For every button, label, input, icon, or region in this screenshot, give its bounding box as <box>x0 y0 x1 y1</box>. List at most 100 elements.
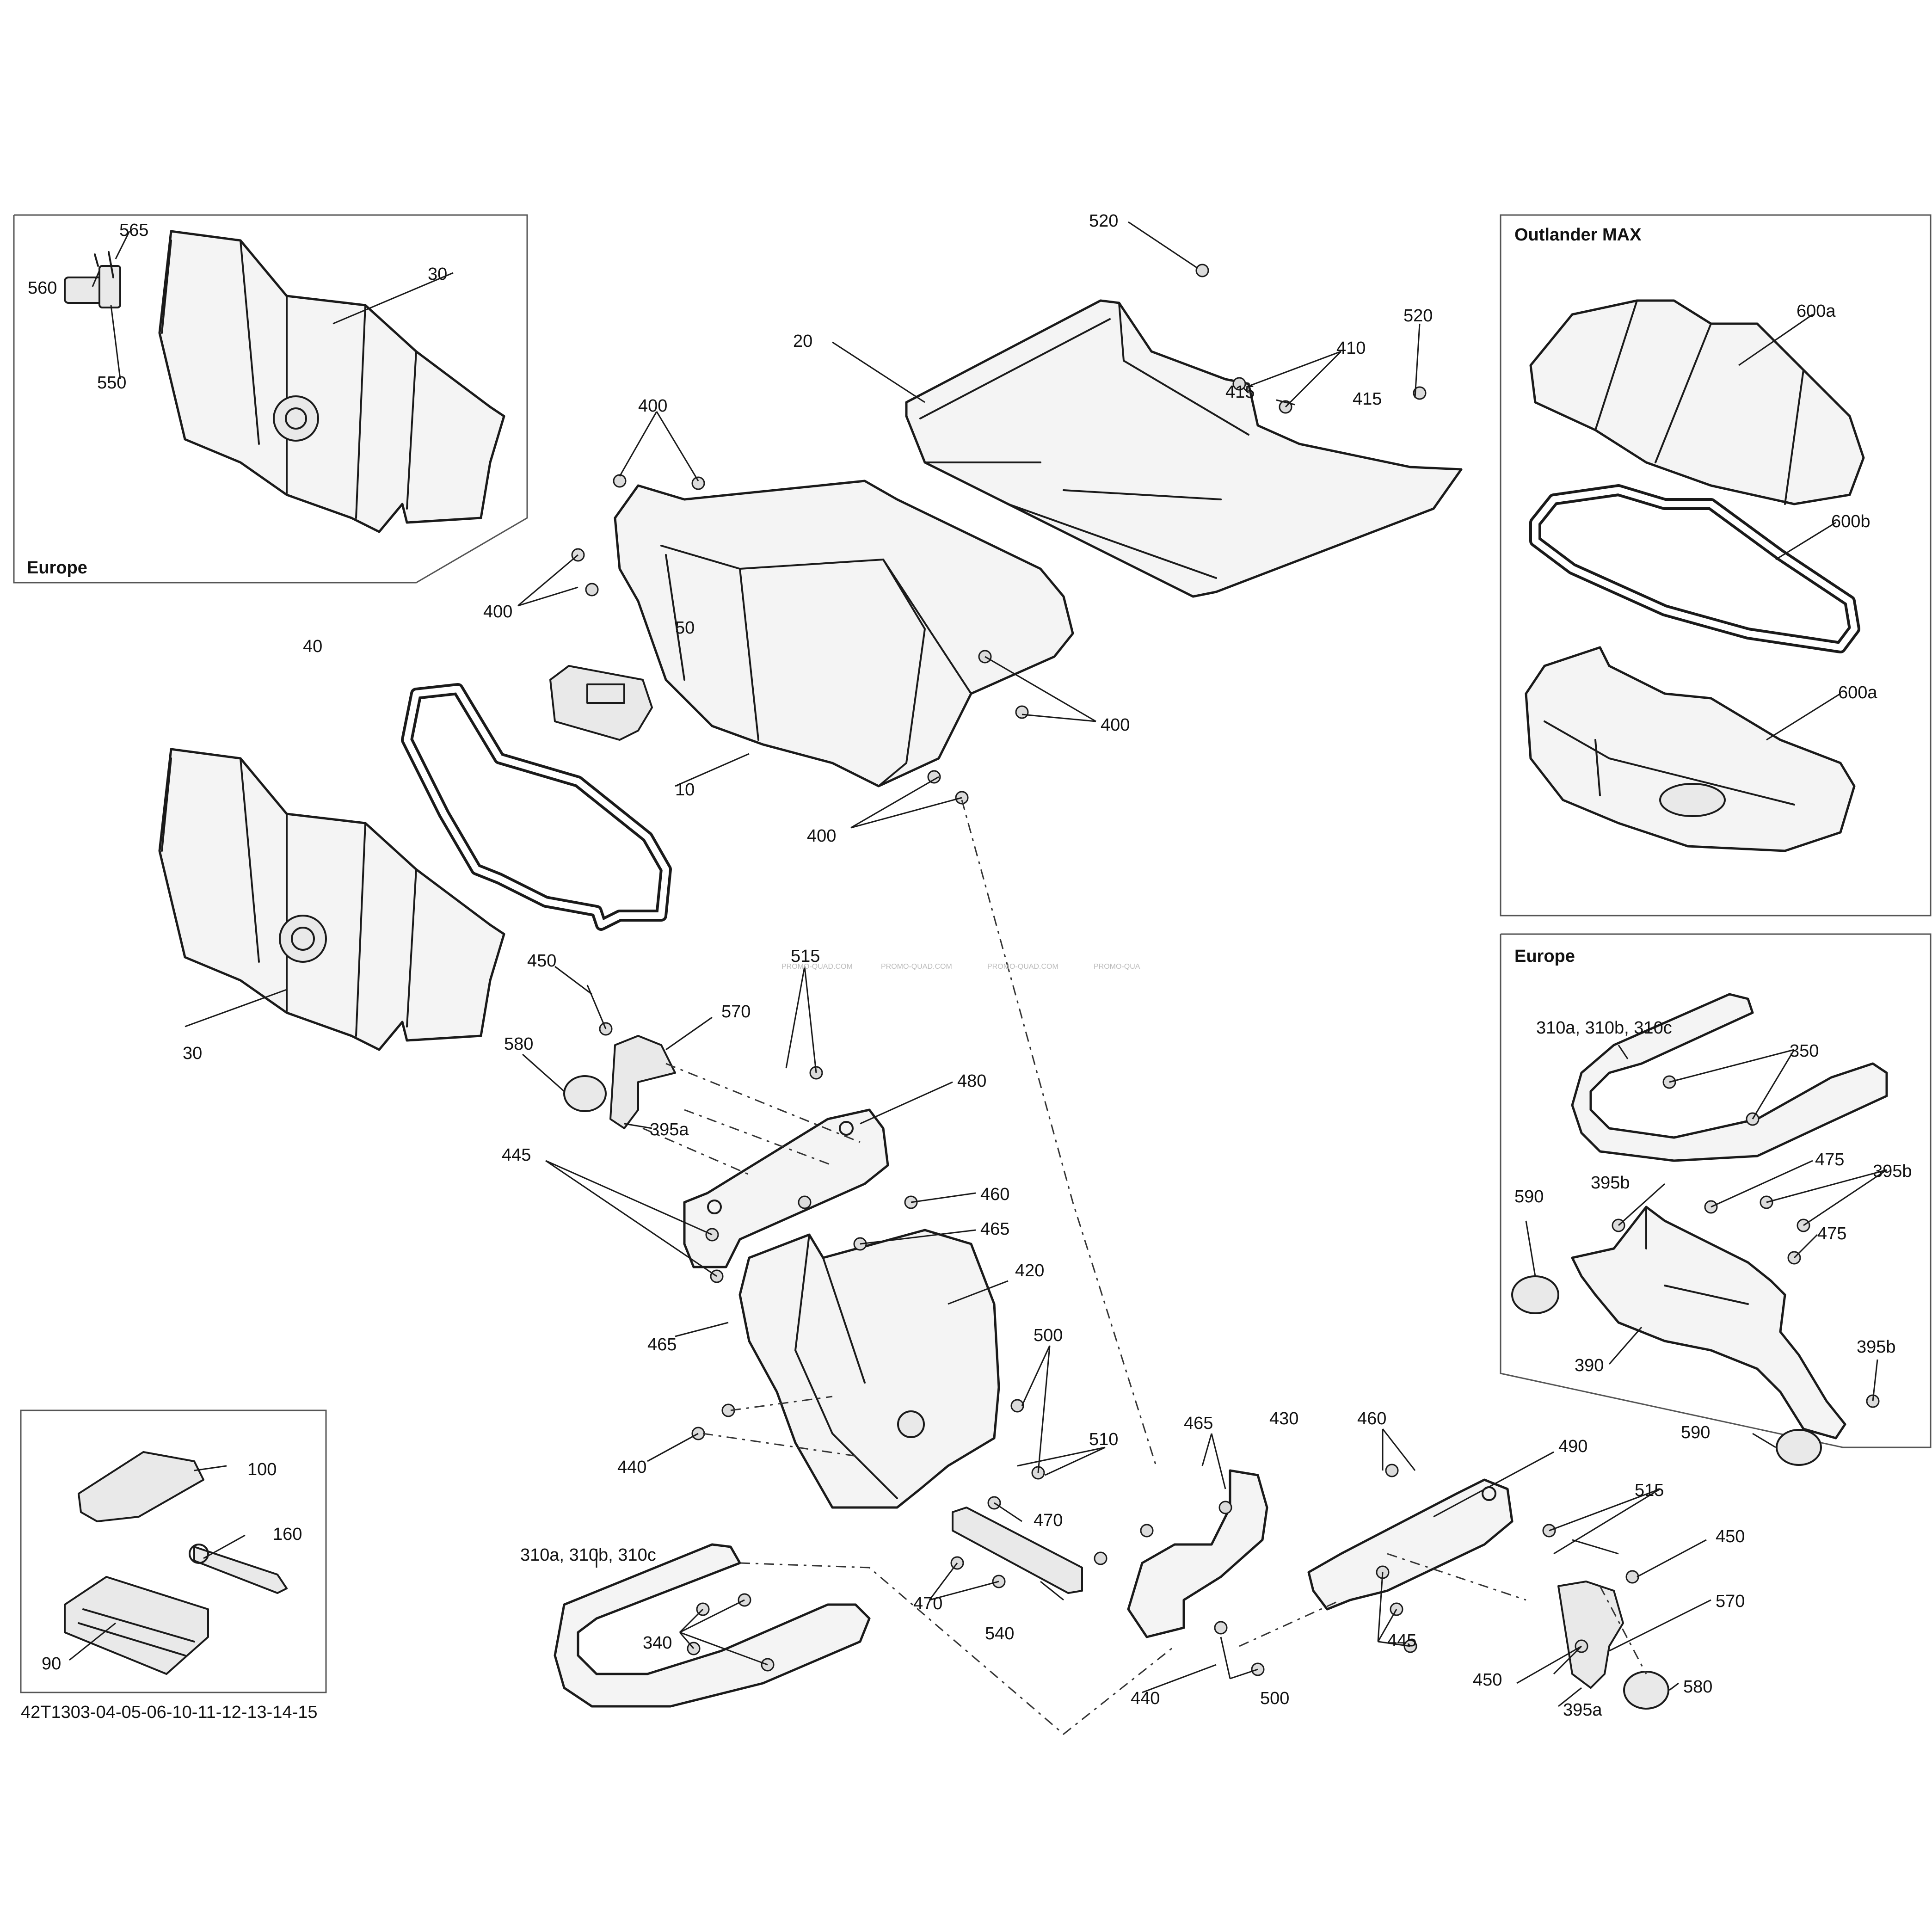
callout-395a: 395a <box>650 1120 689 1139</box>
watermark-text: PROMO-QUAD.COM <box>781 963 853 971</box>
fasteners <box>571 264 1880 1676</box>
callout-415: 415 <box>1225 382 1255 402</box>
callout-570: 570 <box>721 1002 751 1021</box>
callout-570: 570 <box>1716 1592 1745 1611</box>
callout-460: 460 <box>1357 1409 1386 1428</box>
inset-title-europe-right: Europe <box>1514 947 1575 966</box>
inset-title-europe: Europe <box>27 558 87 578</box>
inset-title-outlander-max: Outlander MAX <box>1514 225 1642 245</box>
inset-outlander-max: Outlander MAX <box>1500 214 1932 917</box>
part-600a-box <box>1525 646 1856 852</box>
callout-340: 340 <box>643 1633 672 1653</box>
callout-410: 410 <box>1336 338 1366 358</box>
callout-20: 20 <box>793 332 812 351</box>
watermark-text: PROMO-QUAD.COM <box>881 963 952 971</box>
callout-600b: 600b <box>1831 512 1870 531</box>
callout-400: 400 <box>1101 715 1130 735</box>
callout-395b: 395b <box>1857 1337 1896 1357</box>
part-580-plug-left <box>563 1075 607 1112</box>
callout-560: 560 <box>28 278 57 298</box>
callout-475: 475 <box>1817 1224 1846 1243</box>
leader-lines <box>69 221 1887 1707</box>
callout-510: 510 <box>1089 1430 1118 1449</box>
callout-450: 450 <box>1473 1670 1502 1690</box>
part-30-front-cover <box>158 748 505 1051</box>
part-90-tool-kit <box>64 1576 209 1675</box>
part-390-bracket-europe <box>1571 1206 1846 1440</box>
callout-400: 400 <box>807 826 836 846</box>
callout-500: 500 <box>1034 1326 1063 1345</box>
part-100-tool-pouch <box>78 1451 204 1522</box>
part-30-front-cover-europe <box>158 230 505 533</box>
callout-10: 10 <box>675 780 695 800</box>
callout-580: 580 <box>504 1034 533 1054</box>
callout-420: 420 <box>1015 1261 1044 1280</box>
callout-590: 590 <box>1681 1423 1710 1442</box>
part-40-gasket <box>401 683 672 931</box>
part-160-wrench <box>189 1544 288 1594</box>
callout-450: 450 <box>527 951 556 971</box>
part-310-rear-bumper <box>554 1543 871 1708</box>
callout-40: 40 <box>303 637 322 656</box>
callout-395a: 395a <box>1563 1700 1602 1720</box>
part-10-storage-box <box>614 480 1074 788</box>
callout-395b: 395b <box>1873 1162 1912 1181</box>
part-310-rear-bumper-europe <box>1571 993 1888 1162</box>
callout-90: 90 <box>42 1654 61 1674</box>
callout-310abc: 310a, 310b, 310c <box>520 1545 656 1565</box>
part-430-bracket <box>1127 1469 1268 1638</box>
part-540-strap <box>952 1507 1083 1594</box>
inset-europe-top-left: Europe <box>13 214 528 584</box>
callout-390: 390 <box>1575 1356 1604 1375</box>
callout-580: 580 <box>1683 1677 1712 1697</box>
callout-350: 350 <box>1790 1041 1819 1061</box>
callout-100: 100 <box>247 1460 277 1479</box>
callout-590: 590 <box>1514 1187 1544 1206</box>
callouts: 520 20 520 410 415 415 400 400 400 400 5… <box>28 211 1912 1720</box>
part-580-plug-right <box>1623 1671 1669 1710</box>
callout-475: 475 <box>1815 1150 1844 1169</box>
watermark-text: PROMO-QUAD.COM <box>987 963 1058 971</box>
callout-160: 160 <box>273 1525 302 1544</box>
part-420-fender-support <box>738 1229 1000 1509</box>
callout-500: 500 <box>1260 1689 1289 1708</box>
callout-515: 515 <box>791 947 820 966</box>
callout-445: 445 <box>1387 1631 1416 1650</box>
callout-395b: 395b <box>1591 1173 1630 1193</box>
callout-430: 430 <box>1269 1409 1298 1428</box>
callout-490: 490 <box>1558 1437 1587 1456</box>
callout-50: 50 <box>675 618 695 638</box>
callout-520: 520 <box>1403 306 1433 326</box>
part-600a-lid <box>1529 299 1865 505</box>
callout-30: 30 <box>183 1044 202 1063</box>
callout-520: 520 <box>1089 211 1118 231</box>
callout-480: 480 <box>957 1071 986 1091</box>
part-50-latch <box>549 665 653 741</box>
callout-450: 450 <box>1716 1527 1745 1546</box>
inset-europe-right: Europe <box>1500 933 1932 1448</box>
part-490-crossmember <box>1307 1478 1514 1611</box>
callout-445: 445 <box>502 1145 531 1165</box>
callout-465: 465 <box>647 1335 677 1354</box>
callout-465: 465 <box>980 1219 1009 1239</box>
part-600b-gasket <box>1529 484 1860 653</box>
part-550-lock <box>64 251 121 308</box>
callout-440: 440 <box>1131 1689 1160 1708</box>
callout-600a: 600a <box>1797 301 1836 321</box>
callout-460: 460 <box>980 1185 1009 1204</box>
callout-470: 470 <box>913 1594 942 1613</box>
callout-415: 415 <box>1353 389 1382 409</box>
callout-470: 470 <box>1034 1511 1063 1530</box>
callout-550: 550 <box>97 373 126 393</box>
inset-tool-kit <box>20 1409 327 1693</box>
part-480-crossmember <box>683 1108 889 1268</box>
callout-310abc: 310a, 310b, 310c <box>1536 1018 1672 1038</box>
callout-515: 515 <box>1635 1481 1664 1500</box>
callout-440: 440 <box>617 1458 646 1477</box>
callout-600a: 600a <box>1838 683 1877 702</box>
callout-30: 30 <box>428 265 447 284</box>
callout-400: 400 <box>638 396 667 416</box>
callout-540: 540 <box>985 1624 1014 1643</box>
assembly-lines <box>642 800 1647 1735</box>
